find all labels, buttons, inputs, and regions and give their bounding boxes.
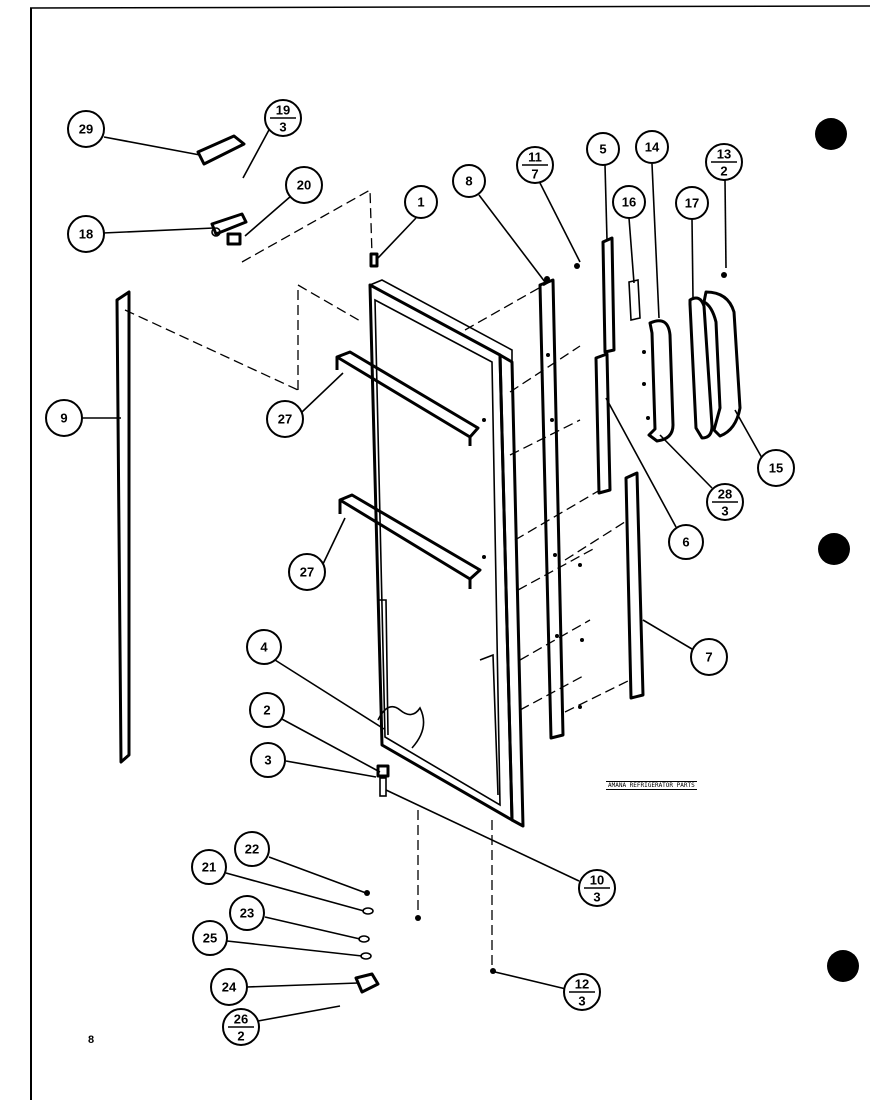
callout-label: 25 (203, 931, 217, 946)
callout-5: 5 (586, 132, 620, 166)
hinge-pin-1 (369, 252, 379, 268)
callout-numerator: 12 (575, 977, 589, 992)
hinge-block-20 (226, 232, 242, 246)
callout-label: 20 (297, 178, 311, 193)
callout-19: 19 3 (264, 99, 302, 137)
callout-9: 9 (45, 399, 83, 437)
callout-label: 3 (264, 753, 271, 768)
callout-label: 23 (240, 906, 254, 921)
door-panel (368, 279, 525, 828)
callout-label: 21 (202, 860, 216, 875)
callout-label: 14 (645, 140, 660, 155)
callout-label: 16 (622, 195, 636, 210)
binding-hole (827, 950, 859, 982)
binding-hole (818, 533, 850, 565)
callout-24: 24 (210, 968, 248, 1006)
callout-label: 29 (79, 122, 93, 137)
callout-denominator: 2 (720, 164, 727, 179)
callout-label: 1 (417, 195, 424, 210)
handle-17 (688, 296, 714, 440)
handle-channel-6 (594, 352, 612, 495)
callout-29: 29 (67, 110, 105, 148)
callout-23: 23 (229, 895, 265, 931)
callout-numerator: 19 (276, 103, 290, 118)
callout-16: 16 (612, 185, 646, 219)
callout-27-upper: 27 (266, 400, 304, 438)
leader-lines (82, 127, 763, 1022)
handle-cover-15 (702, 290, 742, 438)
callout-numerator: 10 (590, 873, 604, 888)
callout-7: 7 (690, 638, 728, 676)
callout-11: 11 7 (516, 146, 554, 184)
legend-strip: AMANA REFRIGERATOR PARTS (606, 781, 697, 790)
callout-label: 6 (682, 535, 689, 550)
callout-22: 22 (234, 831, 270, 867)
bottom-hinge-stack (354, 890, 496, 994)
callout-denominator: 3 (593, 890, 600, 905)
callout-label: 4 (260, 640, 268, 655)
gasket-strip (115, 290, 131, 764)
callout-25: 25 (192, 920, 228, 956)
callout-denominator: 7 (531, 167, 538, 182)
callout-2: 2 (249, 692, 285, 728)
callout-denominator: 3 (279, 120, 286, 135)
handle-channel-5 (601, 236, 616, 354)
assembly-lines (124, 188, 631, 968)
callout-1: 1 (404, 185, 438, 219)
callout-4: 4 (246, 629, 282, 665)
callout-denominator: 3 (721, 504, 728, 519)
callout-numerator: 28 (718, 487, 732, 502)
callout-label: 15 (769, 461, 783, 476)
hinge-18 (210, 212, 248, 237)
callout-numerator: 11 (528, 150, 542, 165)
callout-20: 20 (285, 166, 323, 204)
page-number: 8 (88, 1034, 95, 1046)
callout-numerator: 26 (234, 1012, 248, 1027)
callout-label: 22 (245, 842, 259, 857)
handle-14 (647, 319, 675, 443)
callout-label: 27 (278, 412, 292, 427)
callout-27-lower: 27 (288, 553, 326, 591)
callout-26: 26 2 (222, 1008, 260, 1046)
binding-hole (815, 118, 847, 150)
callout-label: 8 (465, 174, 472, 189)
callout-21: 21 (191, 849, 227, 885)
door-trim (538, 278, 565, 740)
callout-12: 12 3 (563, 973, 601, 1011)
callout-15: 15 (757, 449, 795, 487)
callout-label: 2 (263, 703, 270, 718)
callout-10: 10 3 (578, 869, 616, 907)
page-top-edge (29, 5, 871, 9)
shelf-bracket-upper (335, 350, 480, 446)
handle-insert-16 (628, 279, 641, 321)
callout-17: 17 (675, 186, 709, 220)
callout-label: 18 (79, 227, 93, 242)
callout-28: 28 3 (706, 483, 744, 521)
callout-6: 6 (668, 524, 704, 560)
callout-3: 3 (250, 742, 286, 778)
callout-denominator: 2 (237, 1029, 244, 1044)
callout-label: 17 (685, 196, 699, 211)
callout-8: 8 (452, 164, 486, 198)
callout-numerator: 13 (717, 147, 731, 162)
hinge-cover-29 (196, 134, 246, 166)
callout-13: 13 2 (705, 143, 743, 181)
bottom-hinge-door-parts (376, 764, 390, 797)
callout-label: 7 (705, 650, 712, 665)
callout-label: 24 (222, 980, 237, 995)
callout-denominator: 3 (578, 994, 585, 1009)
callout-label: 5 (599, 142, 606, 157)
callout-18: 18 (67, 215, 105, 253)
shelf-bracket-lower (338, 493, 482, 589)
callout-14: 14 (635, 130, 669, 164)
screws (482, 263, 727, 709)
callout-label: 9 (60, 411, 67, 426)
callout-label: 27 (300, 565, 314, 580)
handle-base-7 (624, 471, 645, 700)
